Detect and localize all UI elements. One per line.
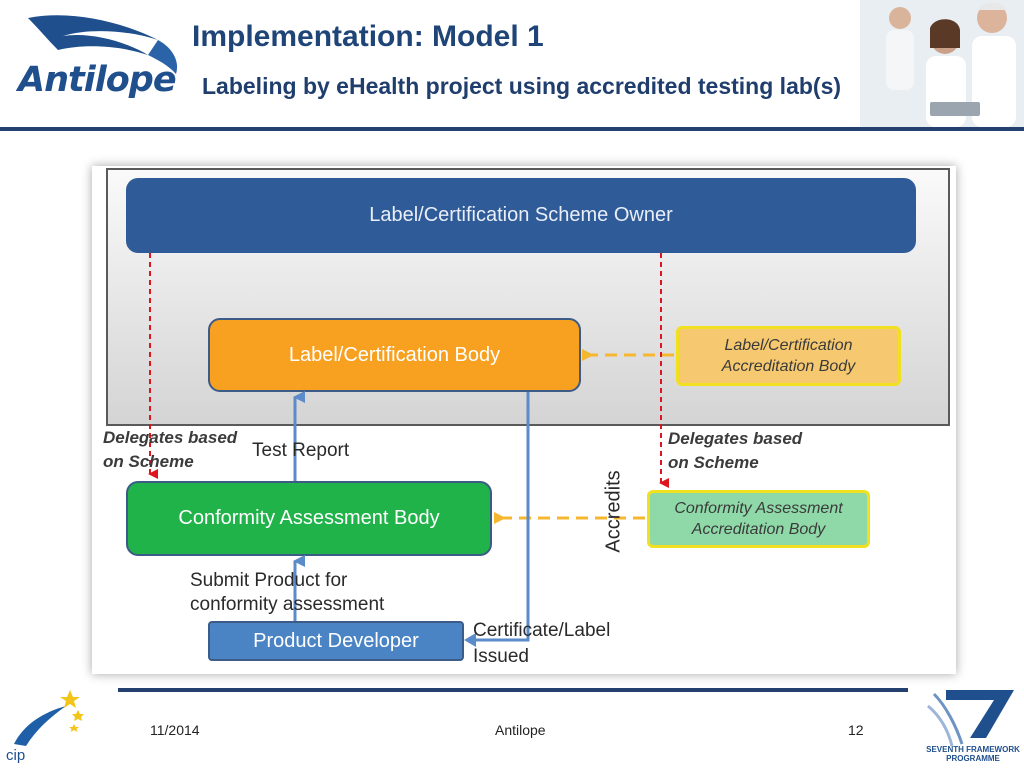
cip-programme-logo-icon: cip	[6, 690, 84, 764]
antilope-bird-logo-icon	[28, 15, 178, 74]
certificate-issued-line-1: Certificate/Label	[473, 620, 611, 641]
fp7-logo-icon: SEVENTH FRAMEWORK PROGRAMME	[926, 690, 1020, 763]
delegates-right-line-2: on Scheme	[668, 453, 759, 472]
submit-product-label: Submit Product for conformity assessment	[190, 569, 384, 617]
footer-center-text: Antilope	[495, 722, 546, 738]
test-report-label: Test Report	[252, 440, 350, 461]
conformity-body-box: Conformity Assessment Body	[126, 481, 492, 556]
accredits-label: Accredits	[602, 470, 625, 553]
cip-logo-text: cip	[6, 747, 25, 764]
delegates-left-label: Delegates based on Scheme	[103, 426, 237, 474]
doctors-photo-icon	[860, 0, 1024, 127]
certificate-issued-label: Certificate/Label Issued	[473, 618, 610, 670]
cert-accreditation-line-2: Accreditation Body	[721, 358, 856, 375]
delegates-left-line-1: Delegates based	[103, 428, 238, 447]
slide-title: Implementation: Model 1	[192, 20, 544, 53]
header-divider	[0, 127, 1024, 131]
scheme-owner-box: Label/Certification Scheme Owner	[126, 178, 916, 253]
footer-divider	[118, 688, 908, 692]
submit-product-line-2: conformity assessment	[190, 594, 385, 615]
slide-header: Antilope Implementation: Model 1 Labelin…	[0, 0, 1024, 128]
conformity-accreditation-line-2: Accreditation Body	[691, 521, 826, 538]
conformity-accreditation-body-box: Conformity Assessment Accreditation Body	[647, 490, 870, 548]
footer-date: 11/2014	[150, 722, 200, 738]
delegates-right-label: Delegates based on Scheme	[668, 427, 802, 475]
submit-product-line-1: Submit Product for	[190, 570, 348, 591]
page-number: 12	[848, 722, 864, 738]
delegates-left-line-2: on Scheme	[103, 452, 194, 471]
cert-accreditation-line-1: Label/Certification	[724, 337, 853, 354]
cert-accreditation-body-box: Label/Certification Accreditation Body	[676, 326, 901, 386]
fp7-line-1: SEVENTH FRAMEWORK	[926, 745, 1020, 754]
antilope-logo-text: Antilope	[18, 60, 177, 100]
fp7-line-2: PROGRAMME	[946, 754, 1000, 763]
slide-subtitle: Labeling by eHealth project using accred…	[202, 73, 842, 99]
conformity-accreditation-line-1: Conformity Assessment	[674, 500, 843, 517]
certification-body-box: Label/Certification Body	[208, 318, 581, 392]
delegates-right-line-1: Delegates based	[668, 429, 803, 448]
product-developer-box: Product Developer	[208, 621, 464, 661]
certificate-issued-line-2: Issued	[473, 646, 529, 667]
